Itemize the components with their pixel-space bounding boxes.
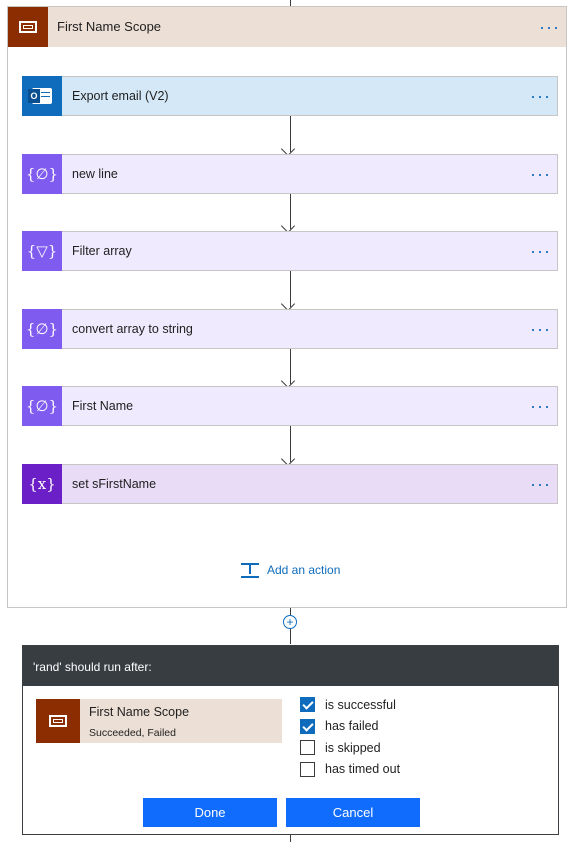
connector-arrow — [290, 271, 291, 307]
compose-icon: {∅} — [22, 309, 62, 349]
action-card[interactable]: {▽} Filter array ··· — [22, 231, 558, 271]
dependency-card: First Name Scope Succeeded, Failed — [36, 699, 282, 743]
action-more-icon[interactable]: ··· — [530, 319, 551, 339]
action-card[interactable]: {∅} new line ··· — [22, 154, 558, 194]
checkbox[interactable] — [300, 761, 315, 777]
option-label: is skipped — [325, 740, 381, 755]
insert-step-icon[interactable]: + — [283, 615, 297, 629]
compose-icon: {∅} — [22, 386, 62, 426]
connector-bottom — [290, 835, 291, 842]
checkbox[interactable] — [300, 740, 315, 756]
outlook-icon: O — [22, 76, 62, 116]
compose-icon: {∅} — [22, 154, 62, 194]
run-after-title: 'rand' should run after: — [33, 660, 152, 674]
action-more-icon[interactable]: ··· — [530, 396, 551, 416]
cancel-button[interactable]: Cancel — [286, 798, 420, 827]
action-more-icon[interactable]: ··· — [530, 241, 551, 261]
action-card[interactable]: {x} set sFirstName ··· — [22, 464, 558, 504]
action-label: new line — [72, 167, 118, 181]
connector-top — [290, 0, 291, 6]
option-label: has timed out — [325, 762, 401, 777]
run-after-options: is successful has failed is skipped has tim… — [300, 694, 400, 780]
checkbox[interactable] — [300, 697, 315, 713]
run-after-option[interactable]: is skipped — [300, 737, 400, 759]
dependency-name: First Name Scope — [89, 705, 190, 719]
connector-arrow — [290, 349, 291, 384]
option-label: is successful — [325, 697, 396, 712]
scope-more-icon[interactable]: ··· — [539, 17, 560, 37]
done-button[interactable]: Done — [143, 798, 277, 827]
connector-arrow — [290, 194, 291, 229]
action-label: set sFirstName — [72, 477, 157, 491]
action-card[interactable]: {∅} First Name ··· — [22, 386, 558, 426]
run-after-option[interactable]: has timed out — [300, 759, 400, 781]
option-label: has failed — [325, 719, 379, 734]
checkbox[interactable] — [300, 718, 315, 734]
connector-arrow — [290, 426, 291, 462]
action-label: Filter array — [72, 244, 132, 258]
run-after-header: 'rand' should run after: — [23, 646, 558, 686]
add-action-button[interactable]: Add an action — [241, 560, 340, 580]
scope-header[interactable]: First Name Scope ··· — [8, 7, 566, 47]
dependency-status: Succeeded, Failed — [89, 727, 176, 739]
filter-icon: {▽} — [22, 231, 62, 271]
action-more-icon[interactable]: ··· — [530, 164, 551, 184]
scope-icon — [8, 7, 48, 47]
variable-icon: {x} — [22, 464, 62, 504]
action-card[interactable]: {∅} convert array to string ··· — [22, 309, 558, 349]
action-label: First Name — [72, 399, 134, 413]
action-label: convert array to string — [72, 322, 193, 336]
run-after-dialog: 'rand' should run after: First Name Scop… — [22, 645, 559, 835]
scope-icon — [36, 699, 80, 743]
action-label: Export email (V2) — [72, 89, 169, 103]
run-after-option[interactable]: has failed — [300, 716, 400, 738]
action-more-icon[interactable]: ··· — [530, 474, 551, 494]
connector-arrow — [290, 116, 291, 152]
run-after-option[interactable]: is successful — [300, 694, 400, 716]
scope-title: First Name Scope — [57, 19, 162, 34]
add-action-label: Add an action — [267, 563, 341, 577]
action-card[interactable]: O Export email (V2) ··· — [22, 76, 558, 116]
add-action-icon — [241, 561, 259, 579]
action-more-icon[interactable]: ··· — [530, 86, 551, 106]
